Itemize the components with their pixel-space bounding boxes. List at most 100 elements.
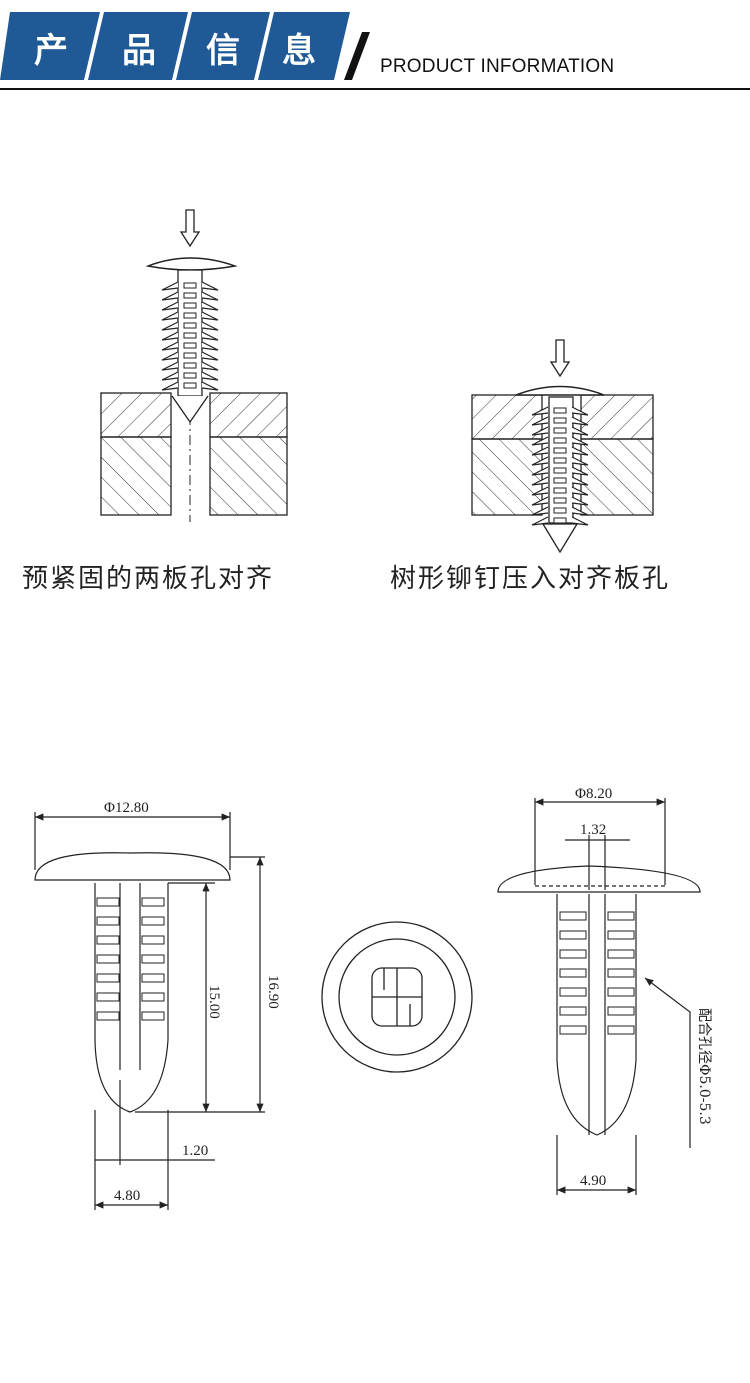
head-profile-right xyxy=(497,865,701,893)
rivet-fin-core xyxy=(553,437,567,444)
lower-plate-left-b xyxy=(209,436,288,516)
dim-slot-gap: 1.32 xyxy=(580,822,606,838)
rivet-fin xyxy=(201,301,219,311)
rivet-fin xyxy=(571,446,589,456)
rivet-fin-core xyxy=(553,447,567,454)
dim-head-diameter-left: Φ12.80 xyxy=(104,800,149,816)
header-char-3: 信 xyxy=(206,31,240,71)
rivet-fin-core xyxy=(553,417,567,424)
right-assembly xyxy=(471,339,654,554)
header-subtitle: PRODUCT INFORMATION xyxy=(380,56,615,77)
header-char-4: 息 xyxy=(282,31,316,71)
rivet-fin xyxy=(531,436,549,446)
shank-slot xyxy=(607,949,635,959)
shank-slot xyxy=(607,911,635,921)
rivet-fin xyxy=(571,416,589,426)
header-slash xyxy=(344,32,370,80)
shank-slot xyxy=(559,1025,587,1035)
header-char-1: 产 xyxy=(34,31,68,71)
rivet-fin-core xyxy=(553,517,567,524)
rivet-fin-core xyxy=(183,362,197,369)
rivet-fin xyxy=(201,311,219,321)
rivet-fin-core xyxy=(183,382,197,389)
press-arrow-right-icon xyxy=(549,339,571,378)
rivet-fin xyxy=(571,466,589,476)
rivet-fin xyxy=(531,426,549,436)
shank-slot xyxy=(141,897,165,907)
rivet-fin xyxy=(201,291,219,301)
rivet-fin-core xyxy=(553,457,567,464)
upper-plate-left-b xyxy=(209,392,288,438)
caption-left: 预紧固的两板孔对齐 xyxy=(22,564,275,594)
rivet-fin xyxy=(571,436,589,446)
rivet-fin xyxy=(571,506,589,516)
shank-profile-right xyxy=(556,894,637,1136)
rivet-fin-core xyxy=(183,282,197,289)
shank-profile-left xyxy=(94,883,169,1113)
shank-slot xyxy=(607,1006,635,1016)
dim-head-diameter-right: Φ8.20 xyxy=(575,786,612,802)
rivet-fin xyxy=(161,281,179,291)
rivet-fin xyxy=(161,331,179,341)
shank-slot xyxy=(141,954,165,964)
rivet-fin xyxy=(201,281,219,291)
rivet-fin xyxy=(571,426,589,436)
rivet-fin-core xyxy=(183,292,197,299)
rivet-fin-core xyxy=(183,312,197,319)
press-arrow-left-icon xyxy=(179,209,201,248)
rivet-fin xyxy=(161,301,179,311)
shank-slot xyxy=(141,973,165,983)
shank-slot xyxy=(607,1025,635,1035)
rivet-fin xyxy=(531,476,549,486)
shank-slots-left xyxy=(96,897,165,1021)
shank-slot xyxy=(559,911,587,921)
shank-slot xyxy=(96,992,120,1002)
rivet-fin xyxy=(161,311,179,321)
rivet-fin xyxy=(531,466,549,476)
rivet-fin-core xyxy=(183,322,197,329)
rivet-fin xyxy=(201,361,219,371)
rivet-fin xyxy=(531,446,549,456)
upper-plate-right-b xyxy=(580,394,654,440)
rivet-fin xyxy=(161,291,179,301)
rivet-fin-core xyxy=(553,427,567,434)
rivet-fin xyxy=(201,381,219,391)
shank-slot xyxy=(96,916,120,926)
rivet-fin xyxy=(201,331,219,341)
rivet-fin xyxy=(531,506,549,516)
rivet-fin xyxy=(531,486,549,496)
rivet-fin-core xyxy=(183,352,197,359)
caption-right: 树形铆钉压入对齐板孔 xyxy=(390,564,671,594)
rivet-fin xyxy=(571,486,589,496)
side-view-left xyxy=(34,812,265,1210)
shank-slot xyxy=(141,992,165,1002)
shank-slot xyxy=(559,1006,587,1016)
rivet-fin xyxy=(201,341,219,351)
header-tab-2 xyxy=(88,12,188,80)
lower-plate-right-a xyxy=(471,438,543,516)
rivet-fin xyxy=(531,406,549,416)
shank-slot xyxy=(607,968,635,978)
dim-shank-length: 15.00 xyxy=(206,985,222,1019)
shank-slot xyxy=(96,935,120,945)
shank-slot xyxy=(96,897,120,907)
shank-slot xyxy=(96,973,120,983)
rivet-fin xyxy=(161,371,179,381)
shank-slot xyxy=(96,1011,120,1021)
rivet-fin-core xyxy=(553,507,567,514)
rivet-fin xyxy=(161,381,179,391)
rivet-fin xyxy=(571,496,589,506)
dim-shank-width-right: 4.90 xyxy=(580,1173,606,1189)
header-tabs: 产 品 信 息 xyxy=(0,12,750,90)
shank-slots-right xyxy=(559,911,635,1035)
dim-hole-note: 配合孔径Φ5.0-5.3 xyxy=(696,1008,712,1125)
rivet-fin-core xyxy=(553,477,567,484)
rivet-fin xyxy=(201,321,219,331)
rivet-tip-right xyxy=(541,523,579,554)
rivet-tip-left xyxy=(171,395,209,424)
side-view-right xyxy=(497,798,701,1195)
rivet-fin-core xyxy=(183,302,197,309)
rivet-head-left xyxy=(145,257,238,271)
rivet-fin-core xyxy=(553,497,567,504)
shank-slot xyxy=(141,916,165,926)
